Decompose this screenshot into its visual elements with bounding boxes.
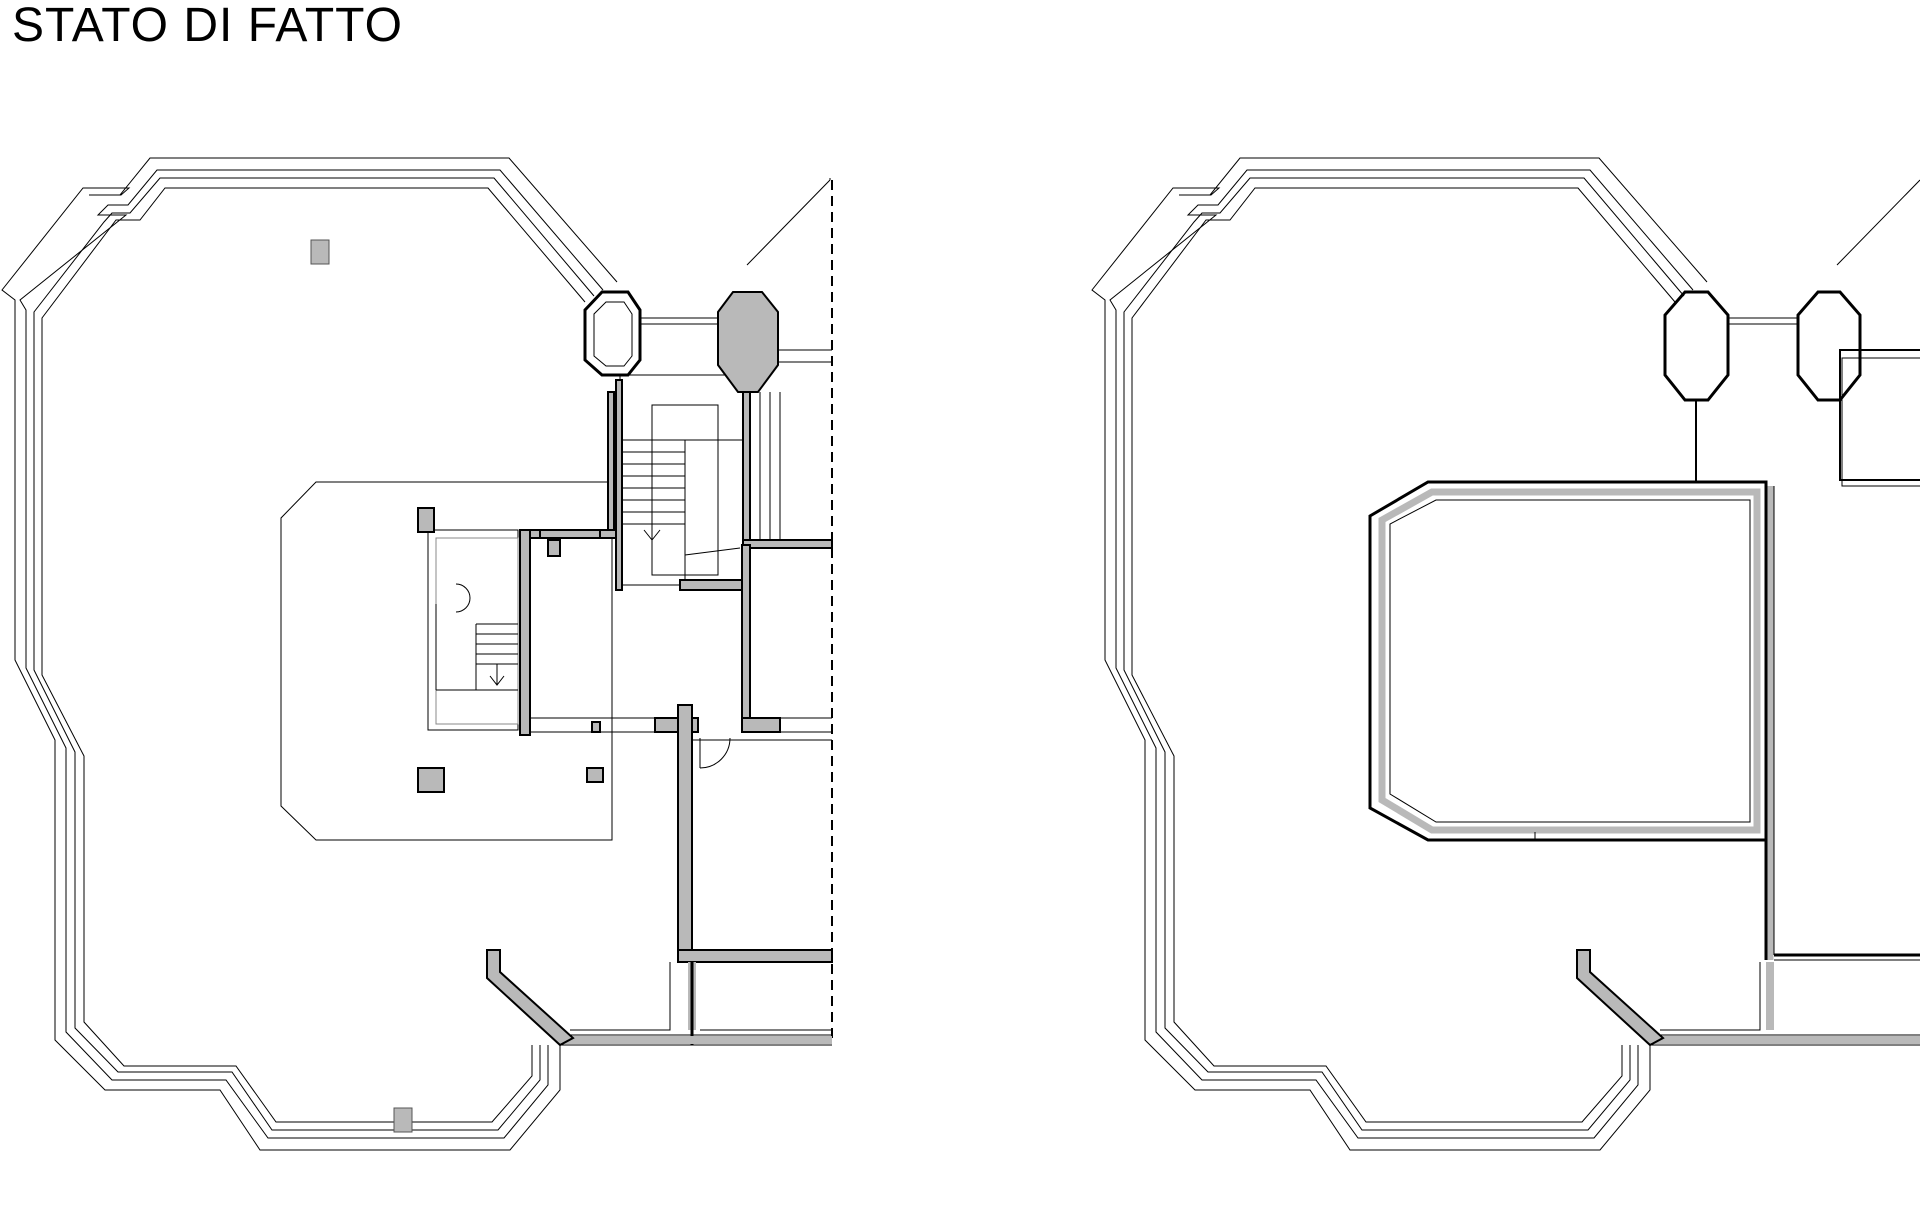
right-walls — [1764, 482, 1920, 961]
plan-right — [1091, 157, 1920, 1151]
terrace-block-right-inner — [1378, 488, 1761, 834]
hook-parapet-left — [486, 949, 575, 1047]
vent-left-1 — [310, 239, 330, 265]
hook-parapet-right — [1576, 949, 1665, 1047]
chimney-left-a-inner — [593, 301, 633, 367]
chimney-left-b — [717, 291, 779, 393]
chimney-right-b — [1796, 290, 1862, 402]
chimney-right-a — [1663, 290, 1730, 402]
upper-stair-left — [619, 374, 749, 586]
chimney-left-a — [583, 290, 642, 377]
pillar-left-3 — [586, 767, 604, 783]
roof-line-left-1 — [746, 179, 831, 266]
lower-walls-left — [560, 962, 832, 1046]
terrace-block-right — [1368, 480, 1768, 842]
wall-lines-left — [530, 317, 832, 769]
pillar-left-2 — [417, 767, 445, 793]
lower-walls-right — [1650, 962, 1920, 1046]
parapet-left — [1, 157, 618, 1151]
roof-line-right-1 — [1836, 179, 1920, 266]
plan-left — [1, 157, 833, 1151]
parapet-right — [1091, 157, 1708, 1151]
vent-left-2 — [393, 1107, 413, 1133]
drawing-title: STATO DI FATTO — [12, 0, 403, 52]
walls-left — [519, 379, 833, 963]
pillar-left-1 — [417, 507, 435, 533]
stair-core-left — [427, 529, 519, 731]
